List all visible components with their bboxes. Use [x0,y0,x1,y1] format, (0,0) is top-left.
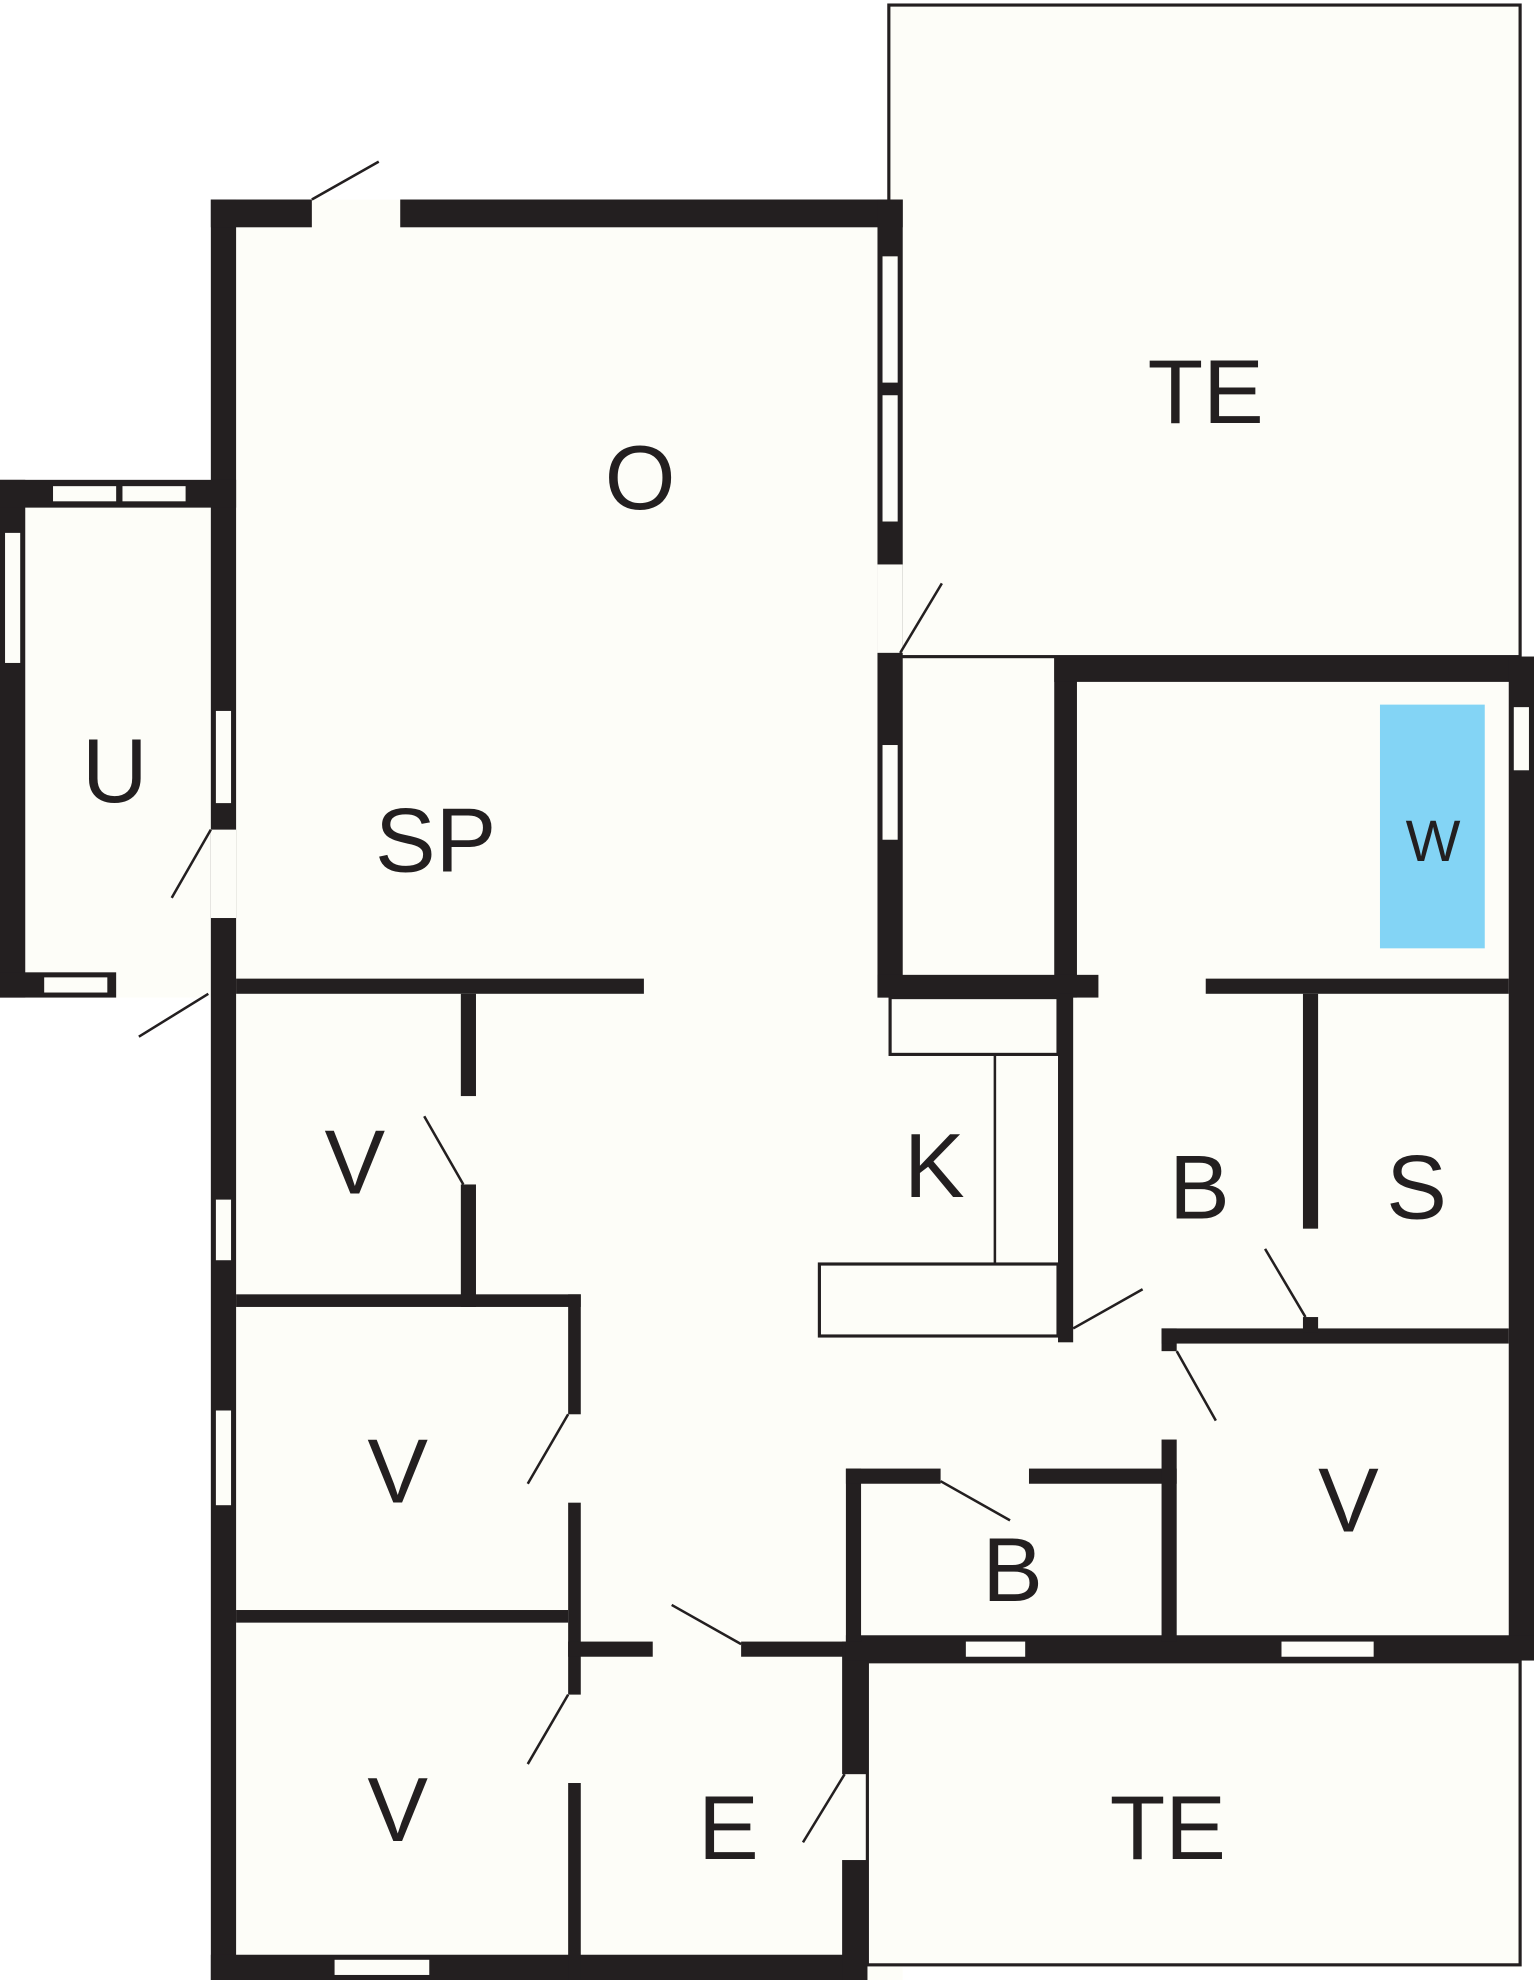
room-label-te-upper: TE [1148,342,1264,443]
room-label-v1: V [324,1112,385,1213]
room-label-te-lower: TE [1110,1778,1226,1879]
room-label-o: O [605,428,676,529]
room-label-s: S [1386,1138,1447,1239]
room-label-u: U [82,721,148,822]
room-label-b2: B [982,1520,1043,1621]
whirlpool [1379,704,1485,949]
terrace-lower [865,1660,1522,1967]
walls [0,199,1534,1980]
door-swings [138,160,1307,1844]
room-label-e: E [698,1778,759,1879]
room-label-v4: V [367,1760,428,1861]
kitchen-counters [817,995,1060,1338]
room-labels: TE O U SP W V K B S V V B V E TE [82,342,1461,1879]
room-label-b1: B [1169,1138,1230,1239]
room-label-v2: V [367,1422,428,1523]
room-label-k: K [904,1116,965,1217]
windows [5,256,1529,1975]
room-label-v3: V [1318,1451,1379,1552]
room-label-sp: SP [375,790,496,891]
room-label-w: W [1406,809,1461,874]
